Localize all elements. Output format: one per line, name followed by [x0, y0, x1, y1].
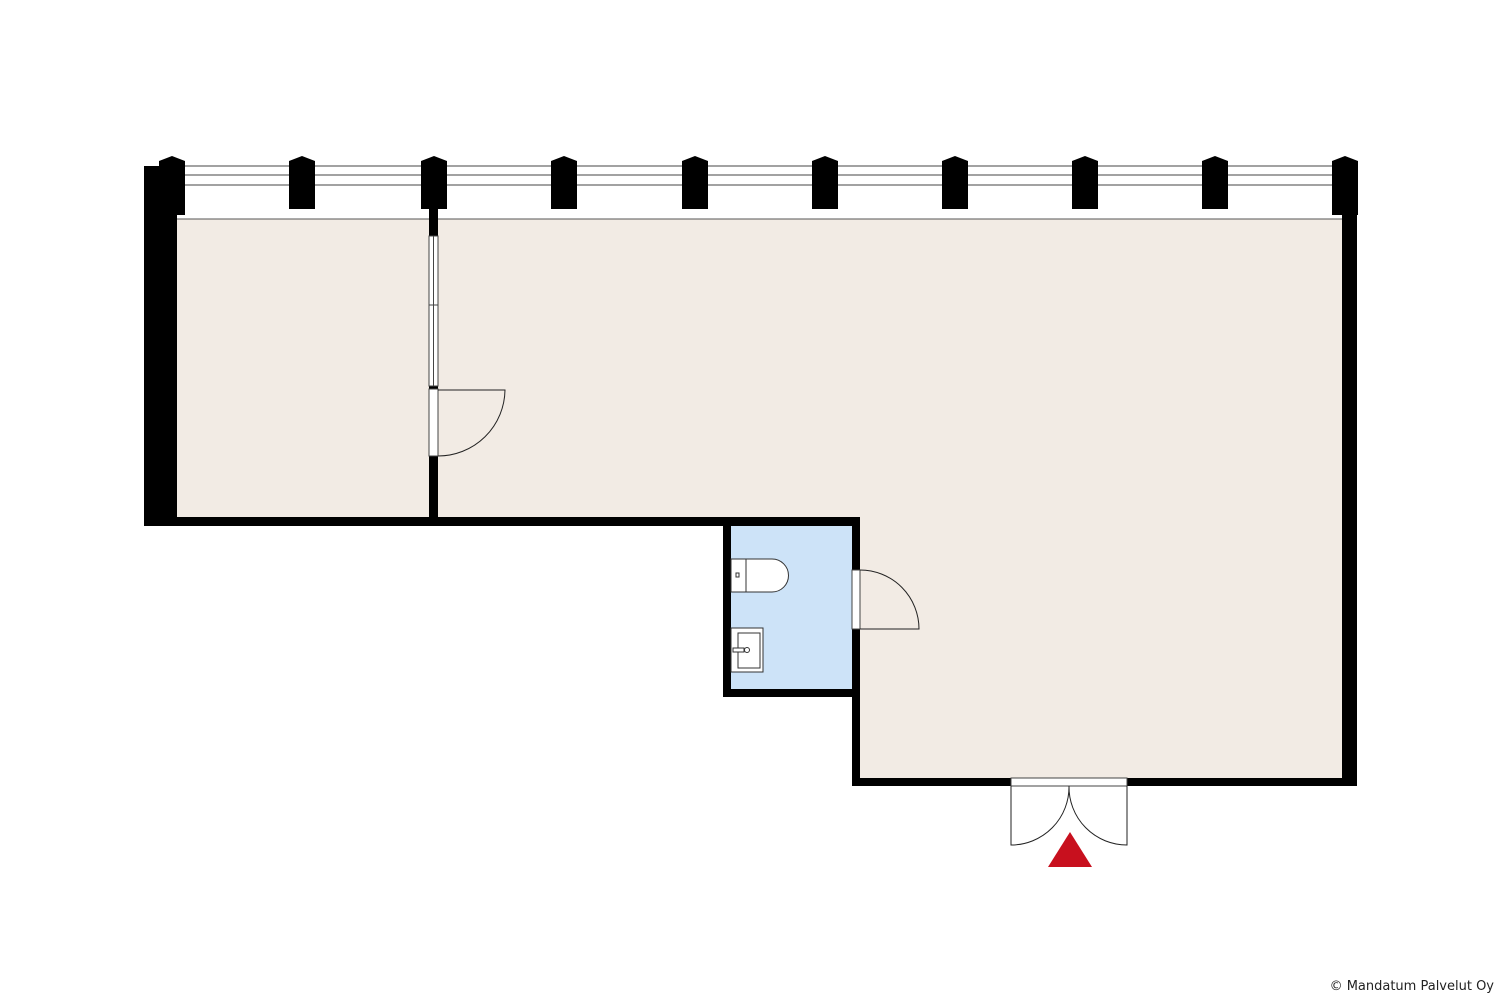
toilet-icon	[730, 558, 789, 593]
partition-glazing	[428, 235, 439, 387]
room-open-space-floor	[438, 219, 1342, 778]
column-icon	[159, 156, 185, 215]
column-icon	[551, 156, 577, 209]
column-icon	[1072, 156, 1098, 209]
office-door[interactable]	[428, 388, 506, 457]
entrance-arrow-icon	[1048, 832, 1092, 867]
column-icon	[812, 156, 838, 209]
copyright-text: © Mandatum Palvelut Oy	[1329, 979, 1494, 994]
column-icon	[682, 156, 708, 209]
window-strip	[159, 165, 1342, 220]
column-icon	[1332, 156, 1358, 215]
column-icon	[1202, 156, 1228, 209]
room-office-floor	[177, 219, 430, 518]
sink-icon	[730, 627, 764, 673]
column-icon	[289, 156, 315, 209]
column-icon	[421, 156, 447, 209]
column-icon	[942, 156, 968, 209]
entrance-double-door[interactable]	[1010, 777, 1128, 846]
window-columns	[159, 156, 1358, 215]
wc-door[interactable]	[851, 569, 920, 630]
